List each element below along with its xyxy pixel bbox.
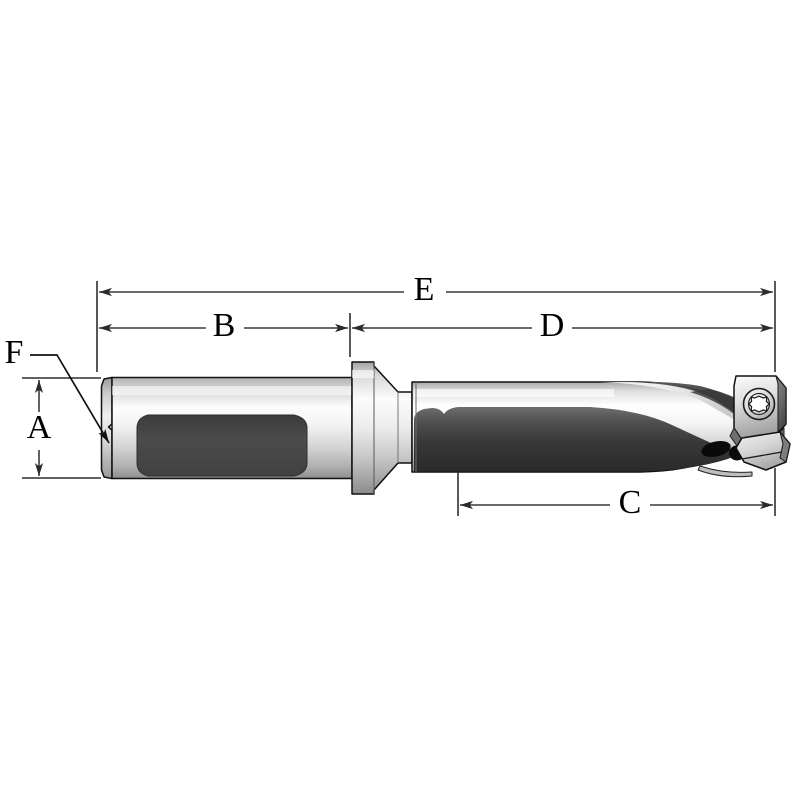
dimension-E-label: E [414,271,435,308]
dimension-F: F [5,334,110,444]
drill-body [411,381,749,473]
torx-screw [742,387,776,421]
shank-chamfer [100,376,113,480]
flange-shape [351,361,413,495]
flange-collar [351,361,413,495]
insert-edge-facet [779,431,791,463]
weldon-flat [136,414,308,477]
dimension-B-label: B [213,307,236,344]
shank-assembly [100,376,353,480]
insert-assembly [697,375,791,478]
torx-drive-icon [748,395,770,413]
flute-land-highlight [600,382,742,424]
drill-point-land [697,465,753,478]
dimension-layer: E B D C [5,271,776,521]
tool-assembly [100,361,791,495]
dimension-D-label: D [540,307,565,344]
dimension-C: C [460,484,773,521]
shank-highlight [112,386,352,395]
dimension-F-leader [30,354,110,444]
dimension-C-label: C [619,484,642,521]
coolant-hole-primary [701,440,731,458]
pocket-right-facet [775,375,787,433]
insert-cutting-edge [741,451,783,460]
dimension-D: D [352,307,773,344]
body-highlight [414,389,614,397]
dimension-B: B [99,307,348,344]
flute-front [414,407,736,472]
dimension-A: A [27,380,52,476]
dimension-E: E [99,271,773,308]
dimension-F-label: F [5,334,24,371]
flange-highlight [352,370,374,378]
dimension-A-label: A [27,409,52,446]
